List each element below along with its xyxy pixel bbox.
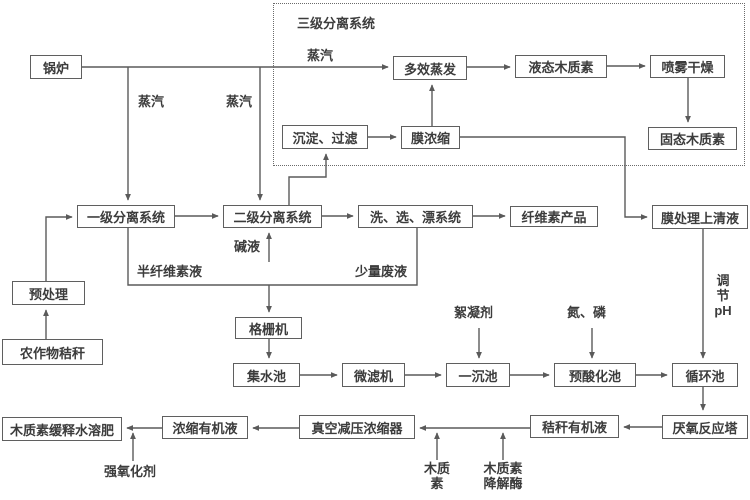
- label-flocculant: 絮凝剂: [454, 305, 494, 320]
- node-circulation-tank: 循环池: [672, 363, 738, 387]
- node-wash-select-bleach: 洗、选、漂系统: [358, 205, 473, 228]
- node-concentrated-organic-liquid: 浓缩有机液: [162, 416, 248, 439]
- connector: [288, 153, 329, 205]
- node-cellulose-product: 纤维素产品: [510, 206, 598, 227]
- label-steam-boiler-line: 蒸汽: [307, 48, 334, 63]
- node-secondary-separation: 二级分离系统: [223, 205, 322, 228]
- node-sedimentation-filtration: 沉淀、过滤: [282, 125, 368, 149]
- label-strong-oxidant: 强氧化剂: [104, 464, 157, 479]
- node-crop-straw: 农作物秸秆: [2, 339, 103, 365]
- node-primary-separation: 一级分离系统: [77, 205, 175, 228]
- node-membrane-supernatant: 膜处理上清液: [652, 205, 748, 229]
- node-multi-effect-evaporation: 多效蒸发: [393, 56, 467, 80]
- node-collecting-tank: 集水池: [233, 363, 300, 387]
- label-lignin: 木质素: [423, 461, 450, 491]
- label-small-waste-liquid: 少量废液: [355, 264, 408, 279]
- tertiary-separation-container: [273, 3, 745, 166]
- node-lignin-fertilizer: 木质素缓释水溶肥: [2, 417, 122, 441]
- node-pretreatment: 预处理: [12, 281, 85, 305]
- node-membrane-concentration: 膜浓缩: [401, 126, 460, 149]
- node-grid-machine: 格栅机: [235, 317, 302, 339]
- label-nitrogen-phosphorus: 氮、磷: [567, 305, 607, 320]
- label-steam-secondary: 蒸汽: [226, 94, 253, 109]
- connector: [45, 214, 73, 281]
- connector: [460, 136, 648, 220]
- node-straw-organic-liquid: 秸秆有机液: [530, 415, 619, 438]
- label-lignin-degrading-enzyme: 木质素降解酶: [483, 461, 523, 491]
- node-anaerobic-reactor: 厌氧反应塔: [662, 415, 748, 439]
- node-pre-acidification-tank: 预酸化池: [554, 363, 636, 387]
- node-vacuum-concentrator: 真空减压浓缩器: [299, 415, 415, 439]
- node-boiler: 锅炉: [30, 55, 82, 79]
- node-primary-sedimentation-tank: 一沉池: [446, 363, 510, 387]
- label-hemicellulose-liquid: 半纤维素液: [137, 264, 203, 279]
- connector: [127, 228, 418, 286]
- label-adjust-ph: 调节pH: [714, 273, 732, 318]
- node-liquid-lignin: 液态木质素: [515, 55, 607, 78]
- node-solid-lignin: 固态木质素: [648, 127, 737, 150]
- node-spray-drying: 喷雾干燥: [650, 55, 725, 78]
- label-alkali: 碱液: [234, 239, 261, 254]
- tertiary-separation-title: 三级分离系统: [297, 16, 376, 31]
- label-steam-primary: 蒸汽: [138, 94, 165, 109]
- node-microfiltration: 微滤机: [342, 363, 405, 387]
